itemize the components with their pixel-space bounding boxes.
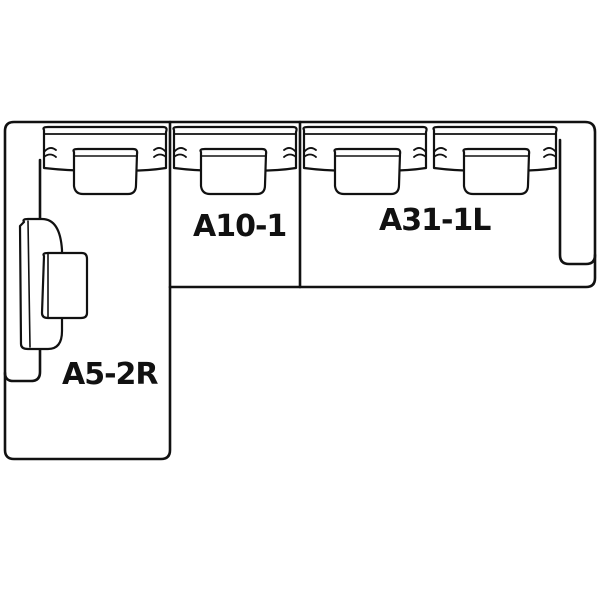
sofa-outline [3,120,597,461]
module-label-a5-2r: A5-2R [62,357,159,392]
module-label-a10-1: A10-1 [193,209,287,244]
right-arm [558,138,597,266]
throw-pillow-1 [72,147,139,196]
throw-pillow-3 [333,147,402,196]
throw-pillow-4 [462,147,531,196]
throw-pillow-2 [199,147,268,196]
left-arm [3,158,42,383]
chaise-pillow [40,251,89,320]
module-label-a31-1l: A31-1L [379,203,491,238]
